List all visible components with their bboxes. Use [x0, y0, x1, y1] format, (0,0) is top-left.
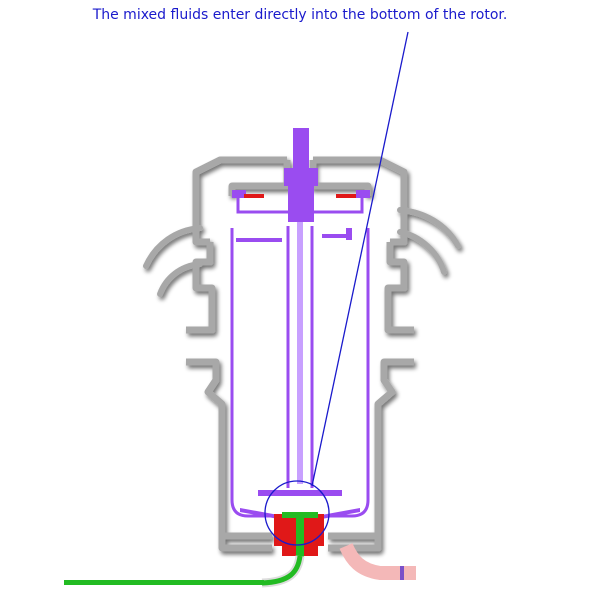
shaft-collar — [284, 168, 318, 186]
seal-top-left — [244, 194, 264, 198]
vent-right-lower — [397, 229, 447, 275]
housing-lower-left — [186, 358, 272, 540]
inlet-pipe — [64, 512, 318, 588]
shaft-neck — [288, 186, 314, 222]
housing-upper-collar-right — [313, 156, 408, 246]
housing-mid-right — [384, 242, 414, 334]
shaft — [297, 222, 303, 484]
rotor-arm-left — [236, 196, 288, 214]
housing-lower-right — [328, 358, 414, 540]
rotor — [230, 128, 370, 520]
vent-right-upper — [397, 207, 461, 249]
housing-mid-left — [186, 242, 216, 334]
rotor-cap-left — [232, 190, 246, 198]
vent-left-upper — [143, 225, 203, 269]
weir-right — [322, 234, 350, 238]
inlet-cap — [282, 512, 318, 518]
callout — [264, 31, 409, 546]
seal-top-right — [336, 194, 356, 198]
outlet-hose — [339, 543, 416, 580]
weir-left — [236, 238, 282, 242]
outlet-pipe — [339, 543, 416, 580]
caption: The mixed fluids enter directly into the… — [92, 7, 508, 23]
outlet-band — [400, 566, 404, 580]
rotor-bottom-plate — [240, 508, 360, 520]
housing-upper-collar-left — [192, 156, 287, 246]
vent-left-lower — [157, 261, 203, 297]
shaft-head — [293, 128, 309, 168]
inlet-hose — [261, 555, 303, 586]
rotor-arm-right — [312, 196, 364, 214]
inlet-riser — [296, 518, 304, 558]
callout-circle — [264, 480, 330, 546]
weir-right-lip — [346, 228, 352, 240]
callout-line — [311, 31, 409, 487]
rotor-cap-right — [356, 190, 370, 198]
inlet-line — [64, 580, 264, 585]
